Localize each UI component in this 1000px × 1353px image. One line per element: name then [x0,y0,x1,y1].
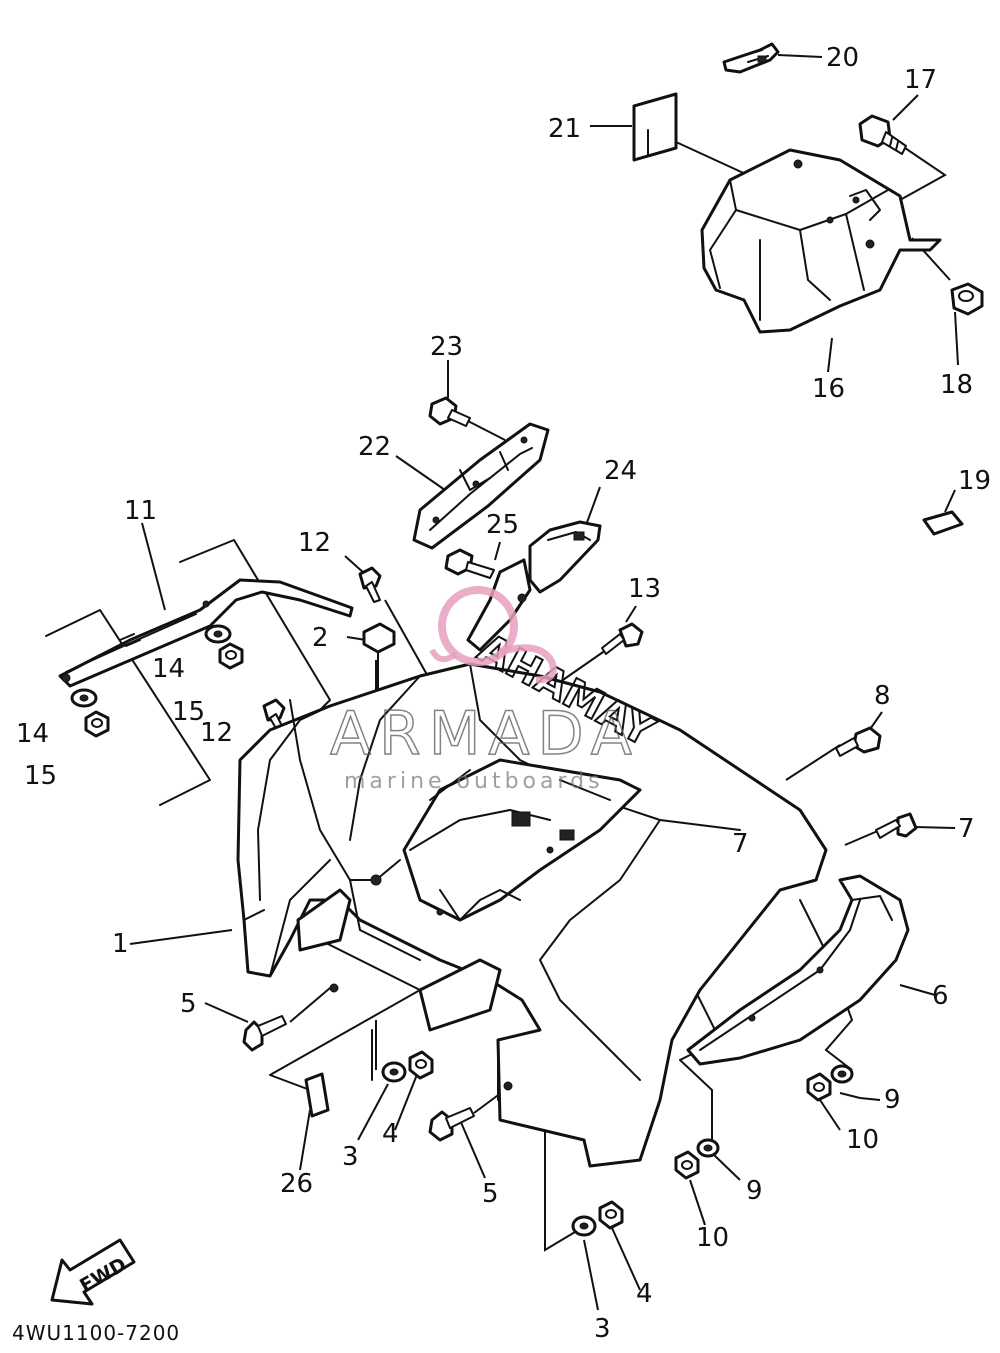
callout-3: 3 [594,1314,611,1344]
callout-10: 10 [696,1223,729,1253]
part-plate-22 [412,422,550,550]
callout-10: 10 [846,1125,879,1155]
callout-4: 4 [636,1279,653,1309]
callout-14: 14 [16,719,49,749]
part-cover-16 [700,148,942,334]
callout-22: 22 [358,432,391,462]
drawing-code: 4WU1100-7200 [12,1321,180,1345]
callout-14: 14 [152,654,185,684]
callout-9: 9 [884,1085,901,1115]
callout-26: 26 [280,1169,313,1199]
part-nut-18 [950,282,984,316]
callout-11: 11 [124,496,157,526]
callout-15: 15 [24,761,57,791]
callout-5: 5 [180,989,197,1019]
part-rail-11 [58,578,354,688]
callout-7: 7 [732,829,749,859]
part-washer-14 [70,624,232,708]
callout-2: 2 [312,623,329,653]
part-tag-26 [304,1072,330,1118]
part-bolt-8 [835,726,882,757]
part-pad-19 [922,510,964,536]
part-bolt-23 [428,396,471,427]
part-bolt-5 [242,1015,475,1142]
watermark-brand: ARMADA [330,699,640,769]
callout-24: 24 [604,456,637,486]
part-fender-1: YAMAHA [236,624,828,1168]
watermark-tagline: marine outboards [344,769,604,794]
part-bolt-25 [444,548,495,579]
watermark: ARMADA marine outboards [329,586,640,794]
part-washer-9 [696,1064,854,1158]
callout-19: 19 [958,466,991,496]
callout-8: 8 [874,681,891,711]
part-screw-12 [262,566,382,733]
watermark-logo [429,586,557,684]
part-nut-15 [84,642,244,738]
part-guard-6 [686,874,910,1066]
callout-3: 3 [342,1142,359,1172]
callout-5: 5 [482,1179,499,1209]
part-nut-10 [674,1072,832,1180]
callout-9: 9 [746,1176,763,1206]
forward-direction-arrow: FWD [50,1238,136,1306]
callout-6: 6 [932,981,949,1011]
leader-lines [129,54,959,1311]
part-label-21 [632,92,678,162]
part-washer-3 [381,1061,597,1237]
part-bracket-24 [466,520,602,652]
callout-7: 7 [958,814,975,844]
part-bolt-17 [858,114,907,155]
callout-21: 21 [548,114,581,144]
callout-1: 1 [112,929,129,959]
callout-16: 16 [812,374,845,404]
callout-18: 18 [940,370,973,400]
callout-23: 23 [430,332,463,362]
callout-labels: 1 2 3 3 4 4 5 5 6 7 7 8 9 9 10 10 11 12 … [16,43,991,1344]
part-nut-4 [408,1050,624,1230]
callout-20: 20 [826,43,859,73]
callout-17: 17 [904,65,937,95]
callout-4: 4 [382,1119,399,1149]
callout-15: 15 [172,697,205,727]
callout-13: 13 [628,574,661,604]
callout-12: 12 [200,718,233,748]
callout-12: 12 [298,528,331,558]
callout-25: 25 [486,510,519,540]
part-clip-20 [722,42,780,74]
part-screw-13 [601,622,644,655]
